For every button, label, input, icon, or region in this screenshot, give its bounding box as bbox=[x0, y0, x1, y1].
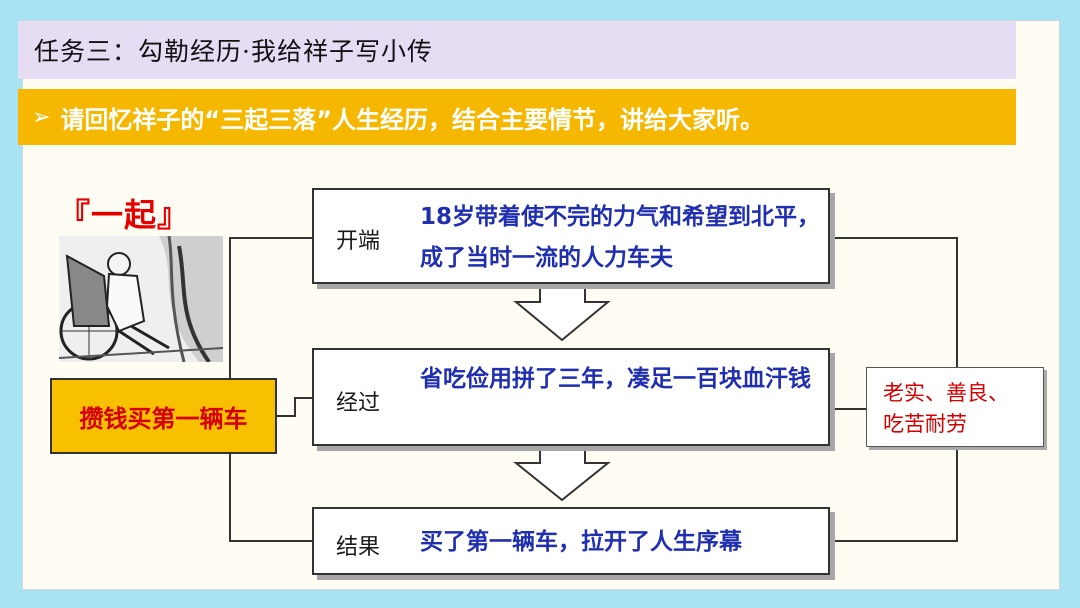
task-title-bar: 任务三：勾勒经历·我给祥子写小传 bbox=[18, 21, 1016, 79]
summary-box: 攒钱买第一辆车 bbox=[50, 378, 277, 454]
arrow-right-icon: ➢ bbox=[32, 105, 50, 130]
flow-label: 结果 bbox=[336, 529, 380, 561]
down-arrow-icon bbox=[516, 449, 608, 500]
summary-text: 攒钱买第一辆车 bbox=[80, 399, 248, 434]
flow-box-beginning: 开端 18岁带着使不完的力气和希望到北平，成了当时一流的人力车夫 bbox=[312, 188, 830, 284]
stage-title: 『一起』 bbox=[58, 190, 190, 236]
traits-line: 吃苦耐劳 bbox=[883, 409, 1043, 440]
flow-box-process: 经过 省吃俭用拼了三年，凑足一百块血汗钱 bbox=[312, 348, 830, 446]
down-arrow-icon bbox=[516, 287, 608, 340]
traits-line: 老实、善良、 bbox=[883, 378, 1043, 409]
flow-text: 18岁带着使不完的力气和希望到北平，成了当时一流的人力车夫 bbox=[420, 197, 820, 279]
prompt-bar: ➢ 请回忆祥子的“三起三落”人生经历，结合主要情节，讲给大家听。 bbox=[18, 89, 1016, 145]
rickshaw-illustration bbox=[59, 236, 223, 362]
task-title: 任务三：勾勒经历·我给祥子写小传 bbox=[34, 32, 433, 68]
prompt-text: 请回忆祥子的“三起三落”人生经历，结合主要情节，讲给大家听。 bbox=[60, 100, 764, 135]
traits-box: 老实、善良、 吃苦耐劳 bbox=[866, 367, 1044, 447]
flow-text: 买了第一辆车，拉开了人生序幕 bbox=[420, 522, 820, 563]
flow-label: 经过 bbox=[336, 385, 380, 417]
flow-box-result: 结果 买了第一辆车，拉开了人生序幕 bbox=[312, 507, 830, 575]
flow-text: 省吃俭用拼了三年，凑足一百块血汗钱 bbox=[420, 359, 820, 400]
flow-label: 开端 bbox=[336, 223, 380, 255]
